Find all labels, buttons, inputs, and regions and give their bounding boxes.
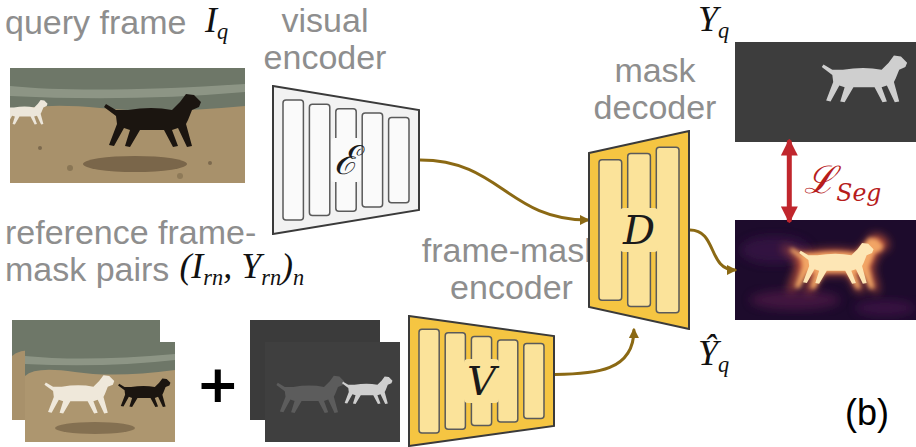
rect: [362, 113, 382, 207]
subscript: n: [293, 266, 304, 291]
ellipse: [83, 156, 187, 172]
connector-arrow: [555, 330, 634, 374]
frame-mask-encoder: frame-mask encoderV: [408, 315, 555, 447]
edge-label: ℒSeg: [801, 160, 884, 202]
ellipse: [55, 422, 135, 434]
circle: [38, 146, 42, 150]
circle: [177, 173, 183, 179]
rect: [265, 342, 400, 442]
rect: [735, 220, 916, 320]
rect: [10, 68, 245, 183]
rect: [524, 344, 544, 419]
plus-sign: +: [196, 356, 240, 413]
rect: [445, 333, 465, 429]
use: [790, 238, 884, 289]
ellipse: [750, 290, 840, 310]
reference-mask: [265, 342, 400, 442]
mask-decoder: mask decoderD: [588, 130, 690, 330]
subscript: Seg: [836, 179, 881, 207]
encoder-heading: visual encoder: [255, 2, 395, 77]
circle: [67, 165, 73, 171]
query-photo: [3, 68, 245, 183]
subscript: rn: [203, 266, 223, 291]
visual-encoder: visual encoderℰ: [272, 85, 420, 235]
predicted-mask: [735, 220, 916, 320]
rect: [735, 42, 916, 142]
use: [822, 56, 907, 103]
math-symbol: Ŷq: [698, 334, 729, 374]
ellipse: [855, 300, 915, 316]
polygon: [589, 131, 689, 329]
connector-arrow: [690, 230, 735, 270]
rect: [599, 160, 622, 300]
frame-heading: query frame: [5, 4, 186, 41]
use: [44, 375, 114, 413]
subscript: rn: [261, 266, 281, 291]
connector-arrow: [420, 160, 588, 220]
use: [276, 376, 344, 413]
rect: [498, 340, 518, 422]
path: [25, 342, 175, 376]
subscript: q: [217, 19, 228, 44]
predicted-mask: Ŷq: [735, 220, 916, 320]
polygon: [409, 316, 554, 446]
use: [118, 378, 170, 407]
rect: [419, 329, 439, 433]
encoder-symbol: ℰ: [331, 138, 361, 182]
polygon: [273, 86, 419, 234]
use: [799, 243, 873, 284]
reference-pairs: reference frame-mask pairs(Irn, Yrn)n+: [10, 318, 405, 444]
target-mask: [735, 42, 916, 142]
use: [104, 94, 201, 147]
math-symbol: Iq: [205, 1, 228, 41]
path: [25, 354, 175, 365]
use: [782, 234, 889, 292]
decoder-heading: mask decoder: [585, 52, 725, 127]
figure-tag: (b): [845, 393, 889, 433]
reference-photo: [25, 342, 175, 442]
use: [3, 100, 48, 124]
use: [342, 376, 392, 404]
subscript: q: [718, 18, 729, 43]
rect: [283, 100, 303, 220]
math-symbol: Yq: [698, 0, 729, 40]
circle: [208, 161, 212, 165]
decoder-symbol: D: [620, 208, 658, 252]
math-symbol: (Irn, Yrn)n: [179, 247, 304, 287]
encoder-symbol: V: [464, 359, 499, 403]
target-mask: Yq: [735, 42, 916, 142]
connector-arrow: [787, 142, 792, 220]
subscript: q: [718, 352, 729, 377]
path: [10, 84, 245, 98]
rect: [656, 147, 679, 313]
rect: [25, 342, 175, 442]
rect: [389, 117, 409, 202]
query-frame: query frameIq: [10, 68, 245, 183]
rect: [309, 104, 329, 215]
encoder-heading: frame-mask encoder: [404, 232, 619, 307]
